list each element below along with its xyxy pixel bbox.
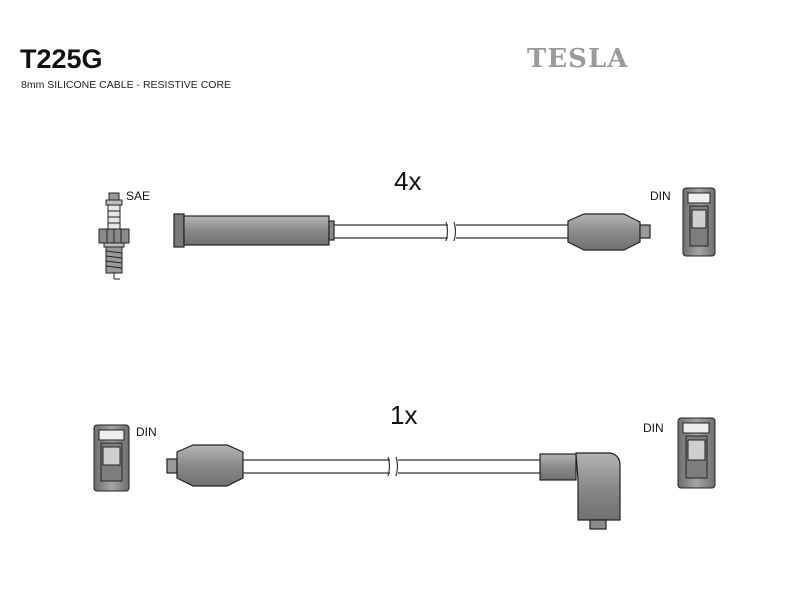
top-right-connector-label: DIN — [650, 189, 671, 203]
din-terminal-icon — [677, 417, 716, 489]
din-terminal-icon — [682, 187, 716, 257]
top-cable — [334, 221, 568, 242]
bottom-cable — [243, 456, 540, 477]
bottom-left-connector-label: DIN — [136, 425, 157, 439]
top-lead-quantity: 4x — [394, 166, 422, 196]
top-left-boot — [173, 213, 335, 248]
bottom-left-boot — [166, 444, 244, 487]
part-code: T225G — [20, 44, 103, 74]
spark-plug-icon — [98, 192, 130, 280]
din-terminal-icon — [93, 424, 130, 492]
top-left-connector-label: SAE — [126, 189, 151, 203]
bottom-right-connector-label: DIN — [643, 421, 664, 435]
top-right-boot — [567, 213, 651, 251]
bottom-lead-quantity: 1x — [390, 400, 418, 430]
part-description: 8mm SILICONE CABLE - RESISTIVE CORE — [21, 79, 232, 91]
brand-logo: TESLA — [527, 44, 629, 74]
bottom-right-angled-boot — [539, 452, 621, 530]
